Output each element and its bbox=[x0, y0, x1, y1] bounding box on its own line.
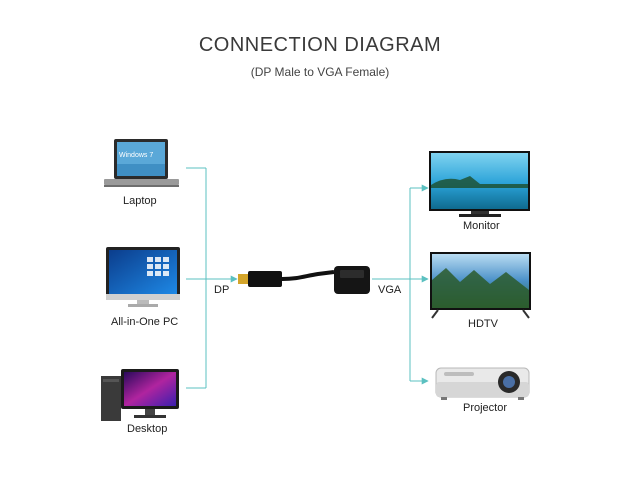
all-in-one-pc-icon bbox=[106, 247, 180, 307]
desktop-pc-icon bbox=[101, 369, 179, 421]
laptop-icon bbox=[104, 139, 179, 187]
laptop-label: Laptop bbox=[123, 195, 157, 207]
dp-to-vga-adapter-icon bbox=[238, 266, 370, 294]
source-connector-lines bbox=[186, 167, 238, 389]
dp-label: DP bbox=[214, 284, 230, 296]
page-subtitle: (DP Male to VGA Female) bbox=[250, 65, 390, 79]
hdtv-label: HDTV bbox=[468, 318, 498, 330]
all-in-one-pc-label: All-in-One PC bbox=[111, 316, 179, 328]
monitor-icon bbox=[429, 151, 530, 217]
vga-label: VGA bbox=[378, 284, 402, 296]
hdtv-icon bbox=[430, 252, 531, 319]
laptop-screen-text: Windows 7 bbox=[119, 152, 154, 159]
projector-label: Projector bbox=[463, 402, 508, 414]
output-connector-lines bbox=[372, 184, 429, 385]
projector-icon bbox=[435, 367, 530, 400]
desktop-label: Desktop bbox=[127, 423, 168, 435]
monitor-label: Monitor bbox=[463, 220, 500, 232]
page-title: CONNECTION DIAGRAM bbox=[198, 34, 442, 56]
